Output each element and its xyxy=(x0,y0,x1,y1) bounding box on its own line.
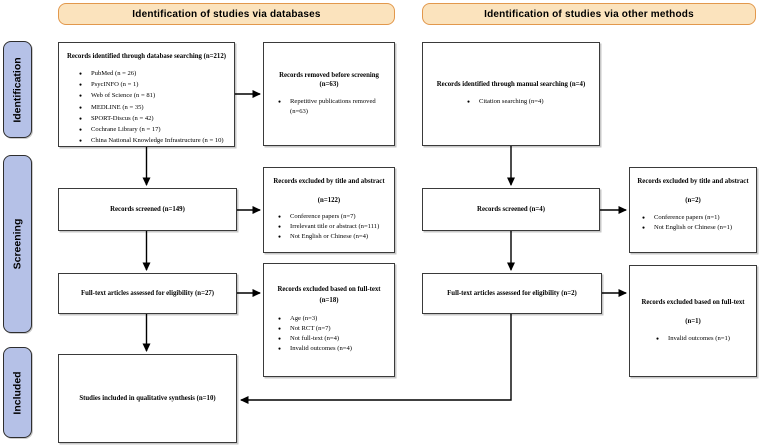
box-title: Records excluded based on full-text xyxy=(277,286,381,294)
banner-identification-via-databases: Identification of studies via databases xyxy=(58,3,395,25)
banner-label: Identification of studies via databases xyxy=(132,8,321,20)
box-records-screened-databases: Records screened (n=149) xyxy=(58,188,237,231)
bullet-item: Irrelevant title or abstract (n=111) xyxy=(278,223,392,233)
box-title: Records identified through database sear… xyxy=(66,53,226,60)
bullet-item: Conference papers (n=1) xyxy=(642,214,754,224)
bullet-list: Citation searching (n=4) xyxy=(423,97,599,108)
stage-label-text: Screening xyxy=(11,218,24,270)
box-count: (n=1) xyxy=(685,317,701,325)
box-title: Studies included in qualitative synthesi… xyxy=(79,395,216,402)
bullet-list: Repetitive publications removed (n=63) xyxy=(264,97,394,117)
box-studies-included: Studies included in qualitative synthesi… xyxy=(58,354,237,443)
bullet-item: Not English or Chinese (n=4) xyxy=(278,233,392,243)
box-records-identified-databases: Records identified through database sear… xyxy=(58,42,235,147)
bullet-item: China National Knowledge Infrastructure … xyxy=(79,136,232,147)
box-records-excluded-fulltext-databases: Records excluded based on full-text (n=1… xyxy=(263,263,395,377)
box-records-screened-other: Records screened (n=4) xyxy=(422,188,600,231)
box-count: (n=122) xyxy=(317,197,341,204)
bullet-item: PubMed (n = 26) xyxy=(79,69,232,80)
box-count: (n=2) xyxy=(685,197,701,204)
stage-label-included: Included xyxy=(3,347,32,438)
box-title: Records identified through manual search… xyxy=(436,80,586,88)
bullet-list: Conference papers (n=7)Irrelevant title … xyxy=(264,213,394,242)
bullet-item: Invalid outcomes (n=1) xyxy=(656,335,754,345)
bullet-item: MEDLINE (n = 35) xyxy=(79,103,232,114)
bullet-item: Age (n=3) xyxy=(278,315,392,325)
stage-label-identification: Identification xyxy=(3,41,32,138)
bullet-item: Repetitive publications removed (n=63) xyxy=(278,97,392,117)
bullet-list: Age (n=3)Not RCT (n=7)Not full-text (n=4… xyxy=(264,315,394,354)
bullet-item: PsycINFO (n = 1) xyxy=(79,80,232,91)
box-title: Records excluded by title and abstract xyxy=(637,178,749,185)
box-title: Records excluded by title and abstract xyxy=(273,178,385,185)
bullet-item: Not English or Chinese (n=1) xyxy=(642,224,754,234)
stage-label-screening: Screening xyxy=(3,155,32,333)
box-title: Records screened (n=149) xyxy=(110,206,185,213)
box-title: Records excluded based on full-text xyxy=(641,298,745,306)
box-count: (n=18) xyxy=(319,297,339,305)
box-records-excluded-title-abstract-databases: Records excluded by title and abstract (… xyxy=(263,167,395,253)
banner-label: Identification of studies via other meth… xyxy=(484,8,694,20)
box-fulltext-assessed-databases: Full-text articles assessed for eligibil… xyxy=(58,273,237,314)
bullet-list: Conference papers (n=1)Not English or Ch… xyxy=(630,214,756,234)
box-records-excluded-fulltext-other: Records excluded based on full-text (n=1… xyxy=(629,265,757,377)
bullet-list: Invalid outcomes (n=1) xyxy=(630,335,756,345)
bullet-item: Not RCT (n=7) xyxy=(278,325,392,335)
box-records-excluded-title-abstract-other: Records excluded by title and abstract (… xyxy=(629,167,757,253)
box-fulltext-assessed-other: Full-text articles assessed for eligibil… xyxy=(422,273,602,314)
box-title: Records removed before screening (n=63) xyxy=(279,71,379,88)
box-title: Full-text articles assessed for eligibil… xyxy=(80,290,215,297)
box-records-removed-before-screening: Records removed before screening (n=63) … xyxy=(263,42,395,146)
box-title: Full-text articles assessed for eligibil… xyxy=(447,290,577,297)
bullet-list: PubMed (n = 26)PsycINFO (n = 1)Web of Sc… xyxy=(59,69,234,147)
bullet-item: Cochrane Library (n = 17) xyxy=(79,125,232,136)
bullet-item: Invalid outcomes (n=4) xyxy=(278,345,392,355)
bullet-item: Web of Science (n = 81) xyxy=(79,91,232,102)
banner-identification-via-other-methods: Identification of studies via other meth… xyxy=(422,3,756,25)
stage-label-text: Included xyxy=(11,370,24,415)
bullet-item: SPORT-Discus (n = 42) xyxy=(79,114,232,125)
box-title: Records screened (n=4) xyxy=(477,206,545,213)
box-records-identified-manual: Records identified through manual search… xyxy=(422,42,600,146)
bullet-item: Citation searching (n=4) xyxy=(467,97,597,108)
bullet-item: Conference papers (n=7) xyxy=(278,213,392,223)
bullet-item: Not full-text (n=4) xyxy=(278,335,392,345)
stage-label-text: Identification xyxy=(11,56,24,123)
